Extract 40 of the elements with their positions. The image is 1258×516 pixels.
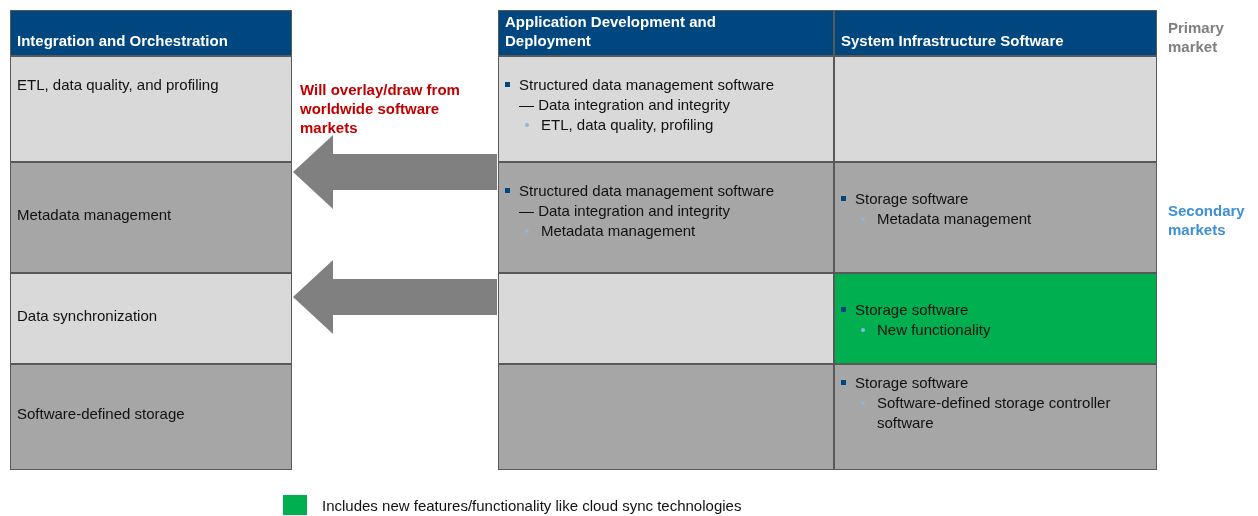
table-cell — [498, 162, 834, 273]
header-title: System Infrastructure Software — [841, 31, 1064, 50]
block-arrow — [293, 135, 497, 209]
list-item: Structured data management software — [519, 181, 775, 201]
list-item: Metadata management — [541, 221, 696, 241]
table-cell — [834, 56, 1157, 162]
table-cell — [498, 273, 834, 364]
list-item: New functionality — [877, 320, 991, 340]
list-item: ETL, data quality, profiling — [541, 115, 714, 135]
table-cell — [498, 364, 834, 470]
table-cell — [10, 162, 292, 273]
table-cell — [834, 364, 1157, 470]
list-item: — Data integration and integrity — [519, 95, 730, 115]
header-title: Application Development and Deployment — [505, 12, 717, 50]
table-cell — [10, 273, 292, 364]
table-cell — [834, 162, 1157, 273]
row-label: Software-defined storage — [17, 404, 186, 424]
row-label: ETL, data quality, and profiling — [17, 75, 220, 95]
list-item: Metadata management — [877, 209, 1032, 229]
note-text: Will overlay/draw from worldwide software markets — [300, 80, 461, 137]
list-item: Storage software — [855, 300, 969, 320]
row-label: Data synchronization — [17, 305, 159, 326]
block-arrow — [293, 260, 497, 334]
list-item: Storage software — [855, 189, 969, 209]
table-cell — [10, 56, 292, 162]
list-item: Structured data management software — [519, 75, 775, 95]
table-cell — [10, 364, 292, 470]
header-title: Integration and Orchestration — [17, 31, 228, 50]
market-label: Secondary markets — [1168, 201, 1246, 239]
column-header — [498, 10, 834, 56]
table-cell — [498, 56, 834, 162]
column-header — [10, 10, 292, 56]
column-header — [834, 10, 1157, 56]
row-label: Metadata management — [17, 204, 173, 225]
list-item: Storage software — [855, 373, 969, 393]
list-item: — Data integration and integrity — [519, 201, 730, 221]
table-cell — [834, 273, 1157, 364]
list-item: Software-defined storage controller software — [877, 393, 1112, 433]
legend-text: Includes new features/functionality like cloud sync technologies — [322, 497, 742, 514]
market-label: Primary market — [1168, 18, 1225, 56]
